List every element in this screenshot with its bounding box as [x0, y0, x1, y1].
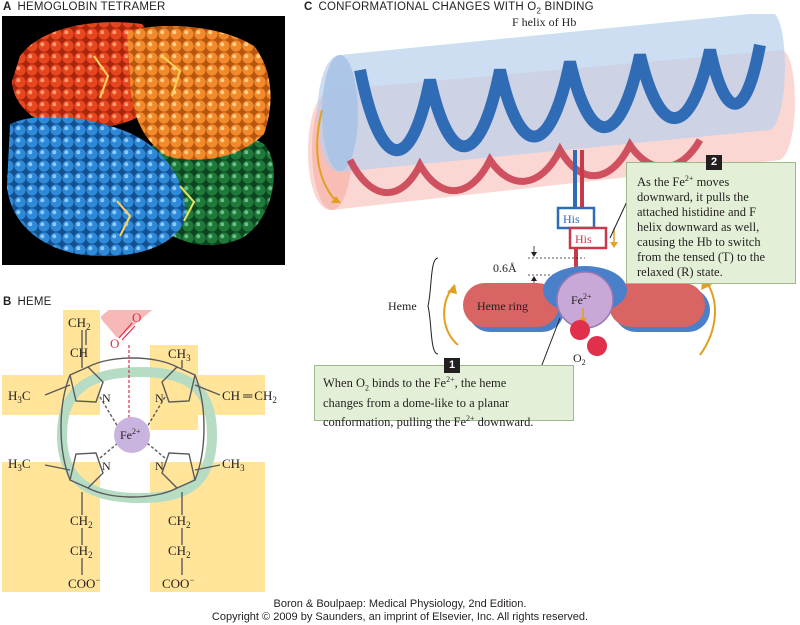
footer-copyright: Copyright © 2009 by Saunders, an imprint… — [211, 611, 589, 623]
pyrrole-rings — [44, 330, 221, 575]
hemoglobin-tetramer-image — [2, 16, 285, 265]
svg-text:CH═CH2: CH═CH2 — [222, 388, 277, 405]
rotation-arrow-left — [316, 109, 336, 201]
svg-text:CH2: CH2 — [168, 543, 191, 560]
heme-ring-right — [609, 283, 705, 327]
methyl-top-right: CH — [168, 346, 186, 361]
heme-bracket — [427, 257, 439, 355]
o2-oxygen-left: O — [110, 336, 119, 351]
rotation-arrow-heme-left — [443, 284, 459, 346]
ch2-left-1: CH — [70, 513, 88, 528]
vinyl-top-ch: CH — [70, 345, 88, 360]
ch2-right-2: CH — [168, 543, 186, 558]
callout-2-number: 2 — [706, 155, 722, 170]
methyl-left: H — [8, 388, 17, 403]
methyl-bottom-left: H — [8, 456, 17, 471]
svg-text:Fe2+: Fe2+ — [120, 427, 141, 442]
f-helix-label: F helix of Hb — [512, 15, 576, 29]
vinyl-top-ch2: CH — [68, 315, 86, 330]
callout-o2-binding: When O2 binds to the Fe2+, the heme chan… — [314, 365, 574, 429]
fe-atom — [114, 417, 150, 453]
fe-label: Fe — [120, 428, 132, 442]
his-t-label: His — [563, 212, 580, 226]
vinyl-right: CH — [222, 388, 240, 403]
svg-text:COO−: COO− — [162, 575, 195, 591]
svg-text:CH2: CH2 — [68, 315, 91, 332]
fe-label-c: Fe — [571, 293, 583, 307]
heme-ring-left — [463, 283, 559, 327]
svg-text:CH3: CH3 — [168, 346, 191, 363]
svg-text:H3C: H3C — [8, 388, 31, 405]
svg-text:Fe2+: Fe2+ — [571, 292, 592, 307]
nitrogen-2: N — [155, 391, 164, 405]
methyl-bottom-right: CH — [222, 456, 240, 471]
distance-label: 0.6Å — [493, 261, 517, 275]
o2-highlight — [101, 310, 155, 338]
carboxylate-right: COO — [162, 576, 189, 591]
heme-structure: CH2 CH H3C CH3 CH═CH2 H3C CH3 N N N N Fe… — [2, 310, 277, 592]
his-r-label: His — [575, 232, 592, 246]
svg-text:COO−: COO− — [68, 575, 101, 591]
svg-text:CH2: CH2 — [168, 513, 191, 530]
svg-text:CH2: CH2 — [70, 513, 93, 530]
o2-label-c: O — [573, 351, 582, 365]
carboxylate-left: COO — [68, 576, 95, 591]
o2-oxygen-right: O — [132, 310, 141, 325]
ch2-left-2: CH — [70, 543, 88, 558]
callout-fe-moves: As the Fe2+ moves downward, it pulls the… — [626, 162, 796, 284]
heme-ring-label: Heme ring — [477, 299, 528, 313]
callout-1-number: 1 — [444, 358, 460, 373]
footer-source: Boron & Boulpaep: Medical Physiology, 2n… — [273, 598, 527, 610]
nitrogen-4: N — [155, 459, 164, 473]
o2-sphere-2 — [587, 336, 607, 356]
svg-text:CH2: CH2 — [70, 543, 93, 560]
t-state-cylinder — [317, 14, 785, 172]
ch2-right-1: CH — [168, 513, 186, 528]
svg-text:CH3: CH3 — [222, 456, 245, 473]
heme-label: Heme — [388, 299, 417, 313]
nitrogen-3: N — [102, 459, 111, 473]
svg-text:H3C: H3C — [8, 456, 31, 473]
nitrogen-1: N — [102, 391, 111, 405]
his-r-box — [568, 226, 608, 250]
f-helix-ribbon — [346, 43, 766, 197]
svg-text:O2: O2 — [573, 351, 586, 367]
o2-sphere-1 — [570, 320, 590, 340]
